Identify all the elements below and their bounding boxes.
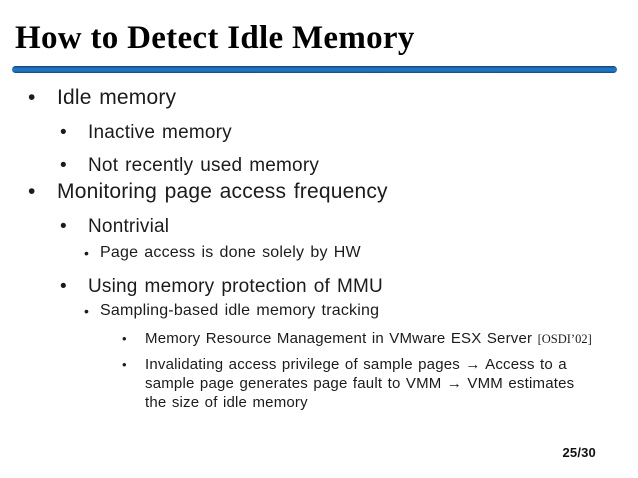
bullet-glyph: • (84, 303, 90, 319)
bullet-item: • Not recently used memory (0, 154, 638, 178)
title-underline (12, 66, 617, 73)
bullet-item: • Memory Resource Management in VMware ES… (0, 329, 638, 349)
bullet-item: • Monitoring page access frequency (0, 179, 638, 205)
bullet-item: • Using memory protection of MMU (0, 275, 638, 299)
bullet-text: Invalidating access privilege of sample … (145, 356, 575, 411)
slide-title: How to Detect Idle Memory (15, 20, 415, 56)
bullet-glyph: • (122, 357, 127, 372)
bullet-item: • Invalidating access privilege of sample… (0, 355, 638, 412)
bullet-glyph: • (28, 86, 36, 109)
bullet-glyph: • (122, 331, 127, 346)
bullet-glyph: • (60, 216, 67, 237)
bullet-glyph: • (60, 276, 67, 297)
bullet-text: Memory Resource Management in VMware ESX… (145, 330, 533, 347)
bullet-glyph: • (60, 155, 67, 176)
bullet-text: Using memory protection of MMU (88, 276, 383, 297)
bullet-item: • Idle memory (0, 85, 638, 111)
citation: [OSDI’02] (537, 332, 592, 346)
bullet-text: Inactive memory (88, 122, 232, 143)
bullet-item: • Page access is done solely by HW (0, 243, 638, 263)
bullet-text: Idle memory (57, 86, 177, 109)
page-number: 25/30 (562, 445, 596, 460)
bullet-text: Page access is done solely by HW (100, 244, 361, 261)
bullet-text: Nontrivial (88, 216, 170, 237)
bullet-item: • Sampling-based idle memory tracking (0, 301, 638, 321)
bullet-text: Monitoring page access frequency (57, 180, 388, 203)
bullet-item: • Inactive memory (0, 121, 638, 145)
bullet-text: Not recently used memory (88, 155, 320, 176)
bullet-glyph: • (84, 245, 90, 261)
bullet-glyph: • (60, 122, 67, 143)
bullet-text: Sampling-based idle memory tracking (100, 302, 380, 319)
bullet-list: • Idle memory • Inactive memory • Not recentl… (0, 85, 638, 412)
bullet-item: • Nontrivial (0, 215, 638, 239)
bullet-glyph: • (28, 180, 36, 203)
